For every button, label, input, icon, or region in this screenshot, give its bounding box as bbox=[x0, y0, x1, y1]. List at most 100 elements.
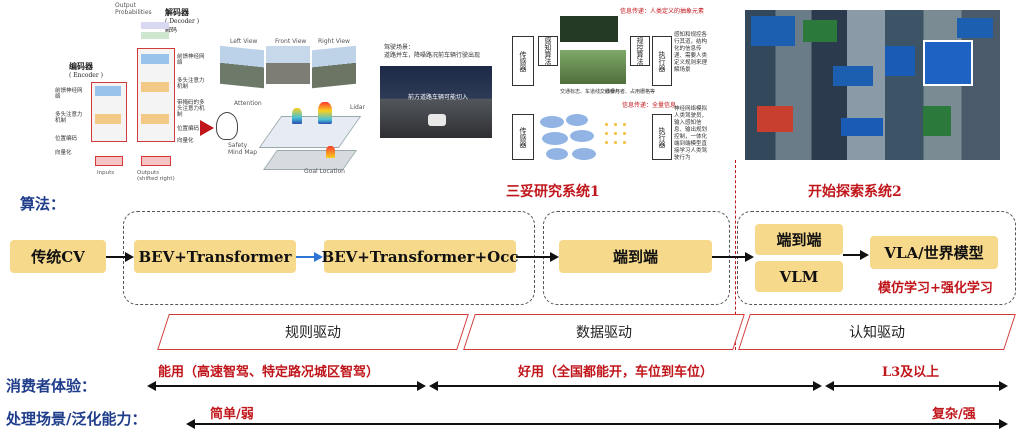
consumer-arrow-3-line bbox=[833, 385, 1000, 387]
decoder-embed-block bbox=[141, 156, 171, 166]
bev-transformer-box: BEV+Transformer bbox=[134, 240, 296, 273]
arrow-cv-bev-head bbox=[125, 252, 134, 262]
consumer-arrow-3-right bbox=[999, 381, 1008, 391]
bev-right-camera bbox=[312, 45, 356, 89]
decoder-label-cn: 解码器 bbox=[165, 7, 189, 17]
bev-figure: Left View Front View Right View Attentio… bbox=[200, 38, 370, 178]
flow-actuator-label-2: 执行器 bbox=[658, 126, 666, 148]
nn-bubble-2 bbox=[566, 114, 588, 126]
lidar-label: Lidar bbox=[350, 104, 365, 111]
bev-front-camera bbox=[266, 46, 310, 84]
sign-tile-7 bbox=[923, 106, 951, 136]
sign-tile-2 bbox=[803, 20, 837, 42]
sign-tile-3 bbox=[885, 46, 915, 76]
arrow-bev-occ-head bbox=[314, 252, 323, 262]
consumer-stage-1: 能用（高速智驾、特定路况城区智驾） bbox=[158, 365, 380, 380]
scene-overlay-text: 前方道路车辆可能切入 bbox=[408, 94, 469, 101]
transformer-figure: Output Probabilities 解码器 ( Decoder ) 解码 … bbox=[55, 2, 205, 182]
decoder-label-sub: 解码 bbox=[165, 27, 178, 34]
arrow-bev-occ-line bbox=[296, 256, 315, 258]
nn-bubble-1 bbox=[540, 116, 564, 128]
flow-sensor-box-2: 传感器 bbox=[512, 114, 534, 160]
flow-top-note: 信息传递：人类定义的抽象元素 bbox=[620, 8, 705, 15]
data-driven-banner: 数据驱动 bbox=[463, 314, 745, 350]
transformer-outputs-label: Outputs (shifted right) bbox=[137, 170, 175, 182]
decoder-masked-block bbox=[141, 114, 169, 124]
flow-caption-a: 交通标志、车道线、红绿灯 bbox=[560, 89, 621, 95]
decoder-softmax-block bbox=[141, 32, 169, 39]
scene-car bbox=[428, 114, 446, 126]
scenario-arrow-right bbox=[999, 419, 1008, 429]
heat-peak-2 bbox=[292, 108, 302, 124]
transformer-top-label: Output Probabilities bbox=[115, 2, 152, 16]
bev-transformer-occ-box: BEV+Transformer+Occ bbox=[322, 240, 518, 273]
vla-world-model-box: VLA/世界模型 bbox=[870, 236, 998, 269]
sign-tile-5 bbox=[757, 106, 793, 132]
e2e-box-2: 端到端 bbox=[755, 224, 843, 255]
sign-tile-6 bbox=[841, 118, 883, 136]
bev-right-view-label: Right View bbox=[318, 38, 350, 45]
dec-note-masked: 带掩码的多头注意力机制 bbox=[177, 100, 205, 118]
algorithm-label: 算法： bbox=[20, 195, 66, 213]
dec-note-ffn: 前馈神经网络 bbox=[177, 54, 205, 66]
scenario-simple: 简单/弱 bbox=[210, 407, 254, 422]
goal-peak bbox=[326, 146, 335, 158]
bev-front-view-label: Front View bbox=[275, 38, 307, 45]
system-divider bbox=[735, 160, 736, 350]
decoder-notes: 前馈神经网络 多头注意力机制 带掩码的多头注意力机制 位置编码 向量化 bbox=[177, 54, 205, 144]
dec-note-embed: 向量化 bbox=[177, 138, 194, 144]
encoder-label-cn: 编码器 bbox=[69, 61, 93, 71]
arrow-vlm-vla-head bbox=[860, 250, 869, 260]
flow-actuator-box: 执行器 bbox=[652, 36, 672, 86]
decoder-ffn-block bbox=[141, 54, 169, 64]
scenario-arrow-line bbox=[194, 423, 1000, 425]
encoder-embed-block bbox=[95, 156, 123, 166]
encoder-label-en: ( Encoder ) bbox=[69, 72, 103, 79]
e2e-box: 端到端 bbox=[559, 240, 712, 273]
cognition-group bbox=[737, 211, 1016, 305]
sign-arrow-tile bbox=[923, 40, 973, 86]
consumer-arrow-1-line bbox=[155, 385, 418, 387]
system1-title: 三妥研究系统1 bbox=[506, 184, 600, 200]
flow-top-photo bbox=[560, 16, 618, 42]
goal-plane bbox=[262, 150, 358, 170]
decoder-label: 解码器 ( Decoder ) 解码 bbox=[165, 8, 199, 35]
rules-group bbox=[123, 211, 535, 305]
mind-map-label: Safety Mind Map bbox=[228, 142, 258, 156]
scene-figure: 驾驶场景： 道路并车，降噪路况前车辆行驶出现 前方道路车辆可能切入 bbox=[380, 44, 492, 138]
flow-right-note-bottom: 神经网络模拟人类驾驶员，输入感知信息、输出规划控制，一体化端到端模型直接学习人类… bbox=[674, 106, 708, 161]
rules-driven-label: 规则驱动 bbox=[285, 325, 341, 341]
data-driven-label: 数据驱动 bbox=[576, 325, 632, 341]
flow-caption-b: 交通参与者、占用栅格等 bbox=[600, 89, 656, 95]
system-flow-figure: 信息传递：人类定义的抽象元素 传感器 感知算法 规控算法 执行器 交通标志、车道… bbox=[506, 2, 712, 172]
enc-note-attn: 多头注意力机制 bbox=[55, 112, 83, 124]
consumer-arrow-1-left bbox=[147, 381, 156, 391]
arrow-occ-e2e-head bbox=[550, 252, 559, 262]
consumer-arrow-1-right bbox=[417, 381, 426, 391]
flow-perception-box: 感知算法 bbox=[538, 36, 558, 66]
flow-actuator-label: 执行器 bbox=[658, 50, 666, 72]
consumer-label: 消费者体验： bbox=[6, 377, 97, 395]
bev-arrow-icon bbox=[200, 120, 214, 136]
nn-bubble-3 bbox=[542, 132, 568, 145]
decoder-attn-block bbox=[141, 82, 169, 92]
flow-perception-label: 感知算法 bbox=[544, 37, 552, 65]
heat-peak-1 bbox=[318, 102, 332, 124]
flow-planning-box: 规控算法 bbox=[630, 36, 650, 66]
goal-label: Goal Location bbox=[304, 168, 345, 175]
sign-collage bbox=[745, 10, 1000, 160]
encoder-notes: 前馈神经网络 多头注意力机制 位置编码 向量化 bbox=[55, 88, 87, 156]
flow-mid-note: 信息传递：全量信息 bbox=[622, 102, 677, 109]
flow-right-note-top: 感知和规控各行其道，结构化的信息传递、需要人类定义规则来理解场景 bbox=[674, 32, 708, 73]
mind-map-plane bbox=[258, 116, 362, 148]
cognition-driven-banner: 认知驱动 bbox=[738, 314, 1016, 350]
enc-note-ffn: 前馈神经网络 bbox=[55, 88, 83, 100]
nn-bubble-4 bbox=[570, 130, 594, 142]
vla-subnote: 模仿学习+强化学习 bbox=[878, 281, 993, 296]
system2-title: 开始探索系统2 bbox=[808, 184, 902, 200]
arrow-e2e-sys2-line bbox=[712, 256, 746, 258]
cognition-driven-label: 认知驱动 bbox=[849, 325, 905, 341]
nn-bubble-6 bbox=[572, 148, 596, 160]
scenario-label: 处理场景/泛化能力： bbox=[6, 410, 147, 428]
enc-note-embed: 向量化 bbox=[55, 150, 72, 156]
